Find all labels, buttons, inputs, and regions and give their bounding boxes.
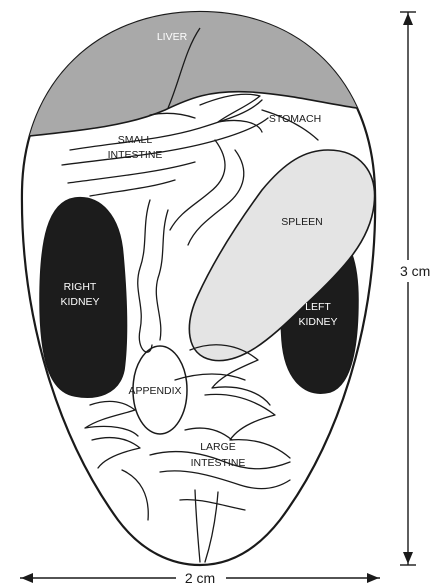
large-intestine-label-1: LARGE [200, 441, 236, 453]
large-intestine-label-2: INTESTINE [191, 457, 246, 469]
appendix-label: APPENDIX [128, 385, 181, 397]
height-dimension: 3 cm [396, 12, 439, 565]
liver-label: LIVER [157, 31, 188, 43]
right-kidney-label-1: RIGHT [64, 281, 97, 293]
right-kidney-label-2: KIDNEY [60, 296, 99, 308]
small-intestine-label-2: INTESTINE [108, 149, 163, 161]
height-label: 3 cm [400, 263, 430, 279]
width-label: 2 cm [185, 570, 215, 586]
arrow-right-icon [367, 573, 379, 583]
small-intestine-label-1: SMALL [118, 134, 153, 146]
left-kidney-label-2: KIDNEY [298, 316, 337, 328]
arrow-left-icon [21, 573, 33, 583]
width-dimension: 2 cm [20, 568, 380, 588]
left-kidney-label-1: LEFT [305, 301, 331, 313]
arrow-down-icon [403, 552, 413, 564]
arrow-up-icon [403, 13, 413, 25]
stomach-label: STOMACH [269, 113, 321, 125]
spleen-label: SPLEEN [281, 216, 322, 228]
